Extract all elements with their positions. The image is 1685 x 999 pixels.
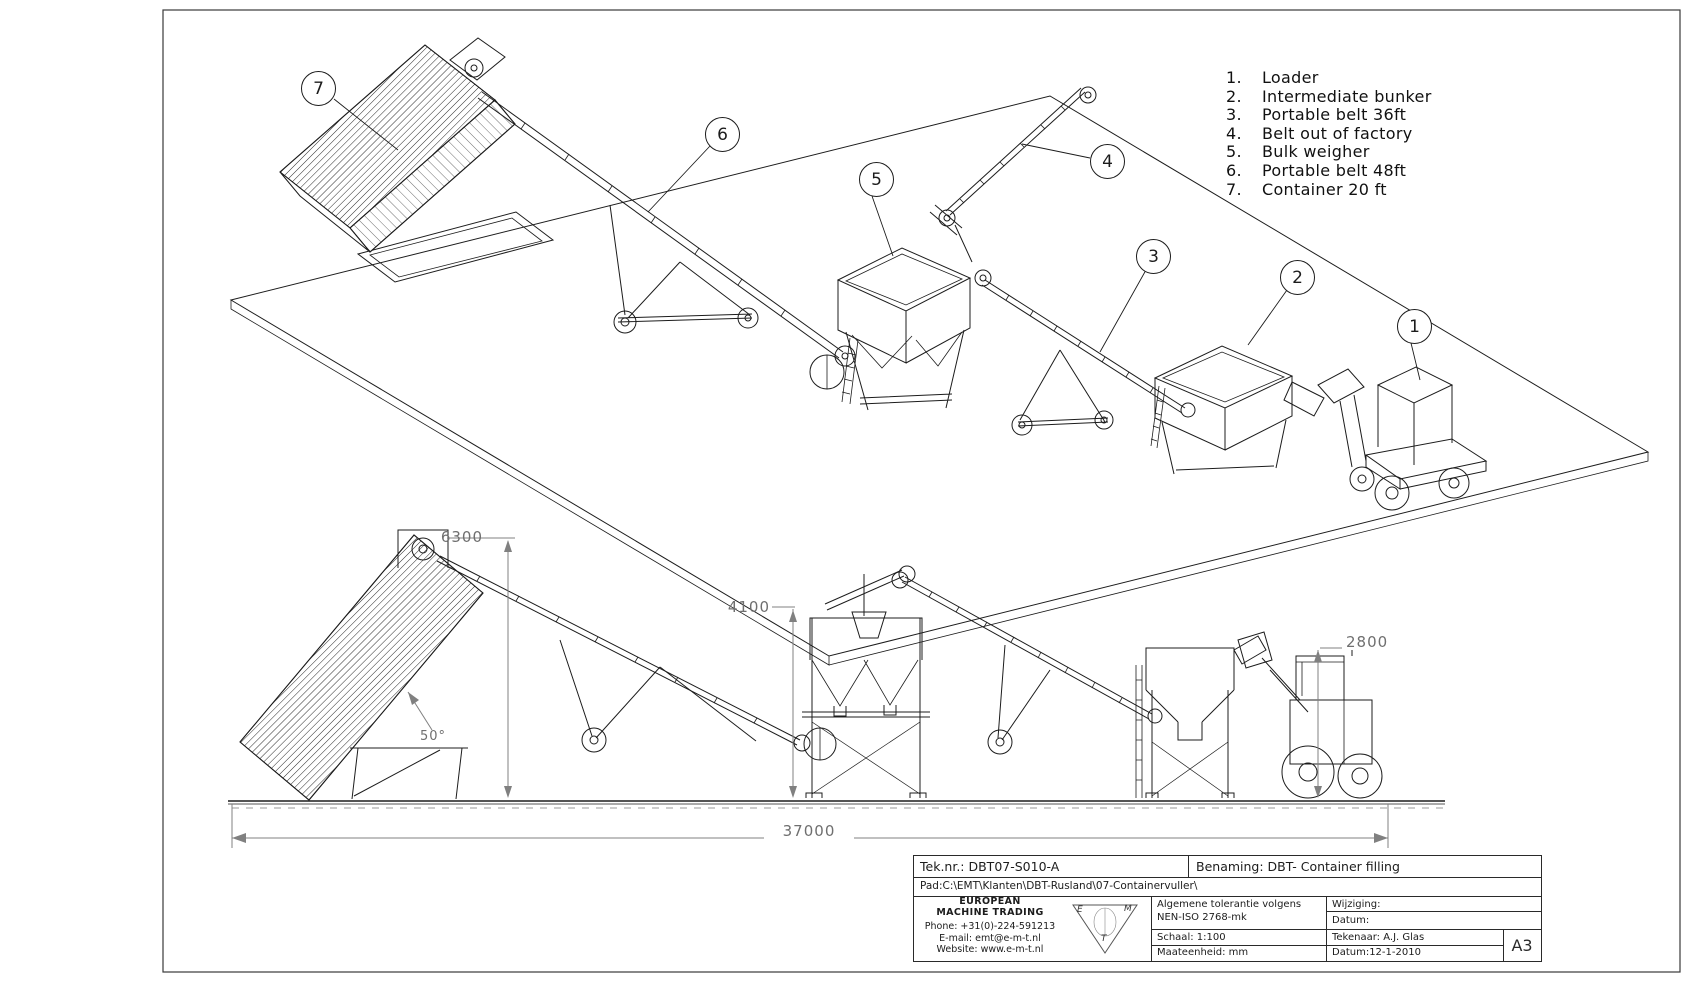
legend-item: 3. Portable belt 36ft [1226,106,1432,125]
dimension-6300: 6300 [440,528,483,546]
iso-intermediate-bunker [1150,345,1325,475]
legend-item: 2. Intermediate bunker [1226,86,1432,107]
side-ground-line [228,800,1445,809]
iso-ground-plane [229,95,1650,666]
callout-balloon-4: 4 [1090,144,1125,179]
iso-belt-48ft [477,91,856,390]
logo-letter-m: M [1124,904,1132,914]
callout-balloon-7: 7 [301,71,336,106]
tekenaar: Tekenaar: A.J. Glas [1332,932,1425,943]
company-phone: Phone: +31(0)-224-591213 [924,921,1056,932]
iso-belt-36ft [974,269,1196,436]
paper-size-badge: A3 [1511,935,1533,955]
legend-number: 2. [1226,86,1242,106]
legend-item: 5. Bulk weigher [1226,143,1432,162]
callout-balloon-2: 2 [1280,260,1315,295]
title-block: Tek.nr.: DBT07-S010-A Benaming: DBT- Con… [913,855,1542,962]
callout-balloon-6: 6 [705,117,740,152]
side-loader [1237,631,1383,799]
dimension-angle-50: 50° [420,729,447,744]
logo-letter-e: E [1077,905,1083,915]
file-path: Pad:C:\EMT\Klanten\DBT-Rusland\07-Contai… [920,880,1198,892]
legend-label: Loader [1262,68,1319,87]
side-container-20ft [239,534,484,801]
schaal: Schaal: 1:100 [1157,932,1226,943]
emt-logo: E M T [1066,898,1144,958]
legend-label: Portable belt 48ft [1262,160,1407,180]
datum-label: Datum: [1332,915,1370,926]
side-intermediate-bunker [1135,635,1267,798]
iso-container-20ft [279,37,516,253]
legend-label: Intermediate bunker [1262,86,1432,106]
sheet-frame [162,9,1681,973]
maateenheid: Maateenheid: mm [1157,947,1249,958]
dimension-2800: 2800 [1346,633,1389,651]
logo-letter-t: T [1101,934,1107,944]
dimension-4100: 4100 [727,598,770,616]
tolerance-line2: NEN-ISO 2768-mk [1157,912,1247,923]
dimension-37000: 37000 [764,822,854,840]
callout-balloon-1: 1 [1397,309,1432,344]
benaming: Benaming: DBT- Container filling [1196,859,1400,874]
legend-label: Portable belt 36ft [1262,105,1407,125]
legend-number: 5. [1226,142,1242,162]
callout-balloon-5: 5 [859,162,894,197]
legend-item: 1. Loader [1226,68,1432,88]
side-belt-48ft [397,529,837,761]
dimension-lines [231,537,1389,848]
parts-legend: 1. Loader 2. Intermediate bunker 3. Portabl… [1226,68,1432,200]
iso-loader [1317,366,1488,511]
company-name-line2: MACHINE TRADING [936,906,1044,918]
datum-value: Datum:12-1-2010 [1332,947,1421,958]
company-website: Website: www.e-m-t.nl [936,944,1044,955]
company-block: EUROPEAN MACHINE TRADING Phone: +31(0)-2… [914,896,1066,956]
tek-nr: Tek.nr.: DBT07-S010-A [920,859,1060,874]
wijziging: Wijziging: [1332,899,1381,910]
legend-number: 4. [1226,123,1242,143]
callout-leaders [333,98,1421,381]
callout-balloon-3: 3 [1136,239,1171,274]
legend-item: 4. Belt out of factory [1226,123,1432,144]
legend-item: 6. Portable belt 48ft [1226,160,1432,181]
side-view [228,529,1445,809]
legend-number: 1. [1226,68,1242,87]
iso-tipping-frame [356,211,555,283]
iso-bulk-weigher [836,247,972,411]
legend-label: Container 20 ft [1262,179,1387,199]
legend-label: Belt out of factory [1262,123,1413,143]
iso-belt-factory [929,86,1097,263]
company-name-line1: EUROPEAN [959,896,1021,907]
company-email: E-mail: emt@e-m-t.nl [939,932,1041,944]
legend-number: 7. [1226,179,1242,199]
side-belt-36ft [891,571,1163,755]
legend-number: 6. [1226,160,1242,180]
isometric-view [229,37,1650,666]
legend-number: 3. [1226,105,1242,125]
tolerance-line1: Algemene tolerantie volgens [1157,899,1302,910]
legend-item: 7. Container 20 ft [1226,179,1432,200]
emt-logo-triangle-icon [1072,904,1138,954]
legend-label: Bulk weigher [1262,142,1370,162]
side-bulk-weigher [802,565,930,798]
